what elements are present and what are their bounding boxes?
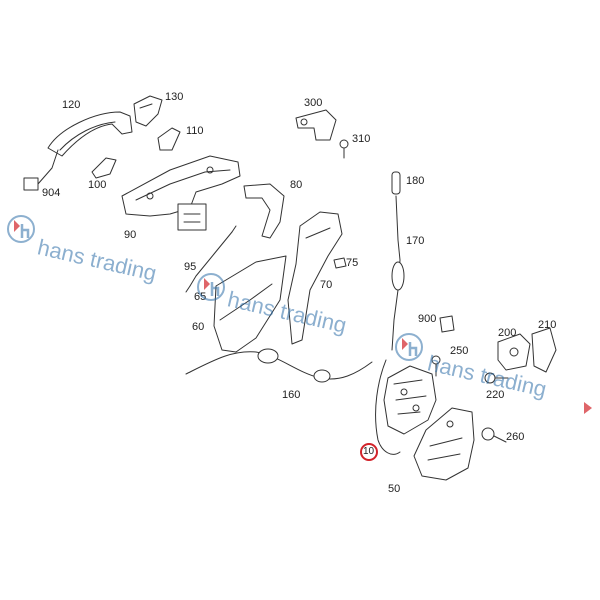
- part-900-clip: [439, 315, 455, 333]
- part-95-control-rod: [185, 225, 237, 293]
- part-60-65-trim-panel: [213, 255, 287, 353]
- part-250-bolt: [431, 355, 441, 377]
- part-100-trim: [91, 157, 117, 179]
- label-300: 300: [304, 97, 323, 109]
- part-10-door-lock: [375, 359, 437, 455]
- label-80: 80: [290, 179, 303, 191]
- part-50-lock-housing: [413, 407, 475, 481]
- label-210: 210: [538, 319, 557, 331]
- part-75-clip: [333, 257, 347, 269]
- highlight-ring-part-10: [360, 443, 378, 461]
- label-110: 110: [186, 125, 204, 137]
- part-160-bowden-cable: [185, 348, 373, 383]
- label-100: 100: [88, 179, 107, 191]
- brand-logo-icon: [197, 273, 225, 301]
- label-170: 170: [406, 235, 425, 247]
- label-50: 50: [388, 483, 401, 495]
- label-200: 200: [498, 327, 517, 339]
- label-70: 70: [320, 279, 333, 291]
- part-170-rod: [391, 195, 405, 351]
- label-250: 250: [450, 345, 469, 357]
- label-180: 180: [406, 175, 425, 187]
- part-220-screw: [484, 372, 509, 384]
- brand-logo-icon: [584, 402, 592, 414]
- part-310-screw: [339, 139, 349, 159]
- label-60: 60: [192, 321, 205, 333]
- part-200-striker: [497, 333, 531, 371]
- label-10: 10: [363, 446, 375, 457]
- label-65: 65: [194, 291, 207, 303]
- part-130-handle-cap: [133, 95, 163, 127]
- part-90-handle-carrier: [121, 155, 241, 231]
- part-300-bracket: [295, 109, 337, 141]
- part-80-bracket: [243, 183, 285, 239]
- part-70-door-panel: [287, 211, 343, 345]
- part-904-connector: [23, 149, 59, 191]
- label-90: 90: [124, 229, 137, 241]
- part-260-screw: [481, 427, 507, 443]
- brand-logo-icon: [395, 333, 423, 361]
- label-75: 75: [346, 257, 359, 269]
- label-95: 95: [184, 261, 197, 273]
- part-120-door-handle: [47, 111, 133, 157]
- label-220: 220: [486, 389, 505, 401]
- label-160: 160: [282, 389, 301, 401]
- part-180-lock-button: [391, 171, 401, 195]
- part-110-gasket: [157, 127, 181, 151]
- brand-logo-icon: [7, 215, 35, 243]
- label-900: 900: [418, 313, 437, 325]
- label-130: 130: [165, 91, 184, 103]
- label-310: 310: [352, 133, 371, 145]
- label-904: 904: [42, 187, 61, 199]
- label-120: 120: [62, 99, 81, 111]
- part-210-plate: [531, 327, 557, 373]
- label-260: 260: [506, 431, 525, 443]
